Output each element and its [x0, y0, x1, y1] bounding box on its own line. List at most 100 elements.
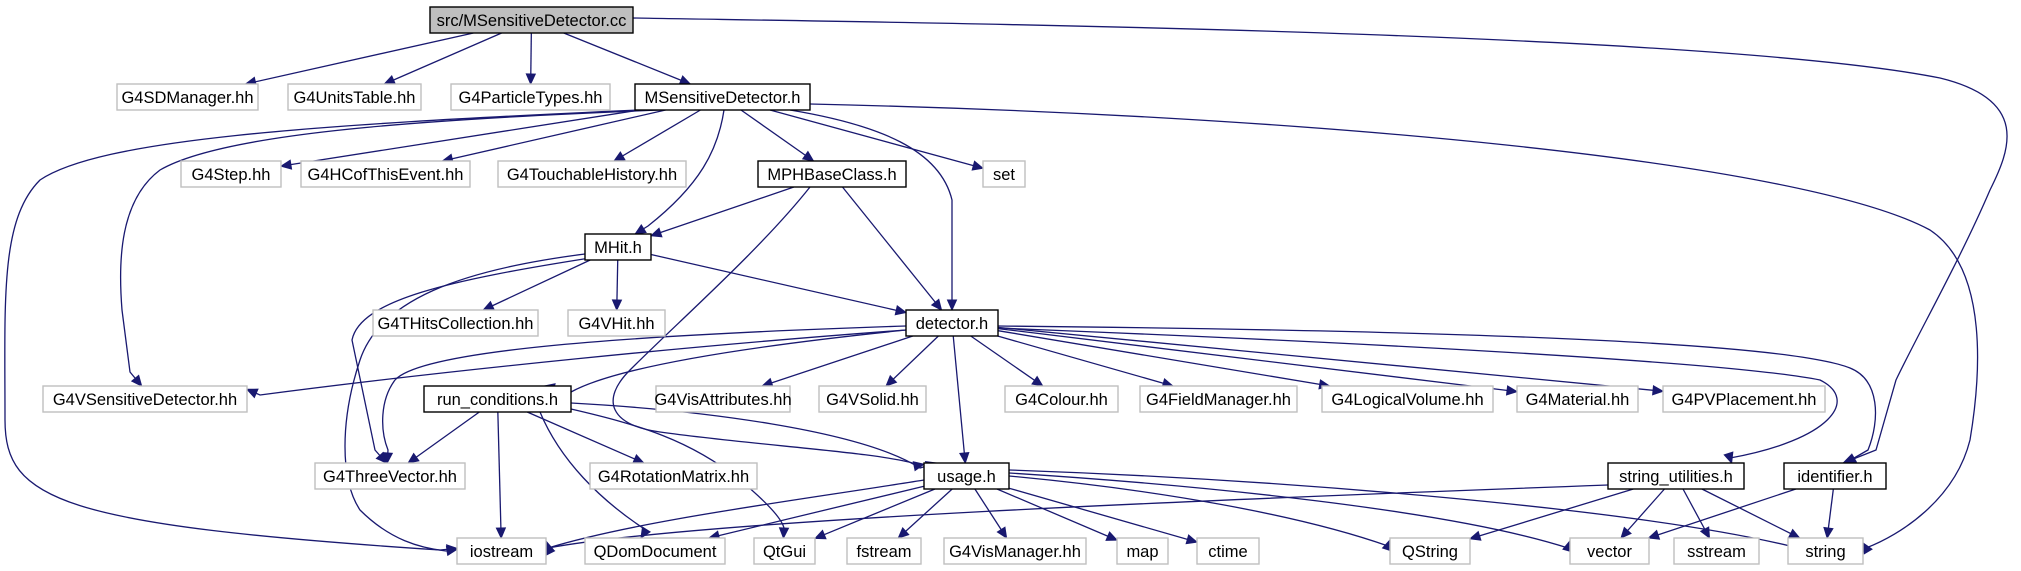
- edge-usage_h-to-map: [996, 488, 1118, 541]
- edge-msd_h-to-g4touchablehistory: [613, 109, 701, 162]
- edge-usage_h-to-fstream: [897, 488, 953, 539]
- edge-src_msd_cc-to-g4particletypes-arrowhead: [525, 73, 537, 86]
- edge-mhit-to-g4thitscollection-arrowhead: [482, 300, 496, 311]
- edge-usage_h-to-qtgui-arrowhead: [813, 529, 827, 540]
- edge-msd_h-to-g4step: [280, 109, 640, 167]
- node-box-g4thitscollection: [372, 309, 539, 337]
- node-label-g4vismanager: G4VisManager.hh: [949, 543, 1081, 561]
- edge-src_msd_cc-to-identifier_h: [632, 17, 2008, 464]
- node-g4visattributes: G4VisAttributes.hh: [654, 385, 792, 413]
- node-run_conditions[interactable]: run_conditions.h: [423, 385, 572, 413]
- edge-usage_h-to-qdomdocument: [708, 485, 925, 539]
- node-box-g4hcofthisevent: [300, 160, 471, 188]
- node-usage_h[interactable]: usage.h: [923, 462, 1010, 490]
- edge-detector_h-to-g4colour: [970, 335, 1044, 387]
- edge-mhit-to-iostream: [344, 253, 586, 552]
- edge-string_utilities-to-qstring: [1469, 488, 1634, 540]
- node-box-g4vsensitivedetector: [42, 385, 248, 413]
- node-box-g4colour: [1004, 385, 1119, 413]
- edge-detector_h-to-g4threevector: [382, 325, 907, 464]
- edge-mhit-to-g4threevector: [351, 257, 591, 464]
- edge-msd_h-to-g4hcofthisevent: [442, 109, 666, 162]
- edge-run_conditions-to-qtgui-arrowhead: [778, 527, 790, 540]
- edge-msd_h-to-string: [809, 103, 1979, 549]
- node-label-g4vhit: G4VHit.hh: [578, 315, 654, 333]
- node-vector: vector: [1569, 537, 1650, 565]
- node-mphbaseclass[interactable]: MPHBaseClass.h: [757, 160, 907, 188]
- node-label-mhit: MHit.h: [594, 239, 642, 257]
- node-map: map: [1116, 537, 1169, 565]
- node-label-g4rotationmatrix: G4RotationMatrix.hh: [598, 468, 749, 486]
- edge-msd_h-to-g4vsensitivedetector-arrowhead: [130, 374, 143, 387]
- node-box-g4vsolid: [818, 385, 927, 413]
- edge-detector_h-to-usage_h: [952, 335, 966, 464]
- node-g4vismanager: G4VisManager.hh: [943, 537, 1087, 565]
- node-label-usage_h: usage.h: [937, 468, 996, 486]
- edge-msd_h-to-g4vsensitivedetector: [119, 109, 661, 387]
- node-label-g4logicalvolume: G4LogicalVolume.hh: [1331, 391, 1483, 409]
- node-g4particletypes: G4ParticleTypes.hh: [450, 83, 611, 111]
- node-label-src_msd_cc: src/MSensitiveDetector.cc: [437, 12, 627, 30]
- edge-run_conditions-to-g4rotationmatrix: [526, 411, 645, 464]
- node-g4pvplacement: G4PVPlacement.hh: [1662, 385, 1826, 413]
- edge-msd_h-to-iostream: [4, 109, 641, 551]
- node-identifier_h[interactable]: identifier.h: [1783, 462, 1887, 490]
- node-box-qtgui: [753, 537, 816, 565]
- node-g4vsolid: G4VSolid.hh: [818, 385, 927, 413]
- node-string_utilities[interactable]: string_utilities.h: [1607, 462, 1745, 490]
- edge-string_utilities-to-qstring-arrowhead: [1468, 530, 1482, 541]
- node-box-g4particletypes: [450, 83, 611, 111]
- node-mhit[interactable]: MHit.h: [584, 233, 652, 261]
- node-label-map: map: [1126, 543, 1158, 561]
- node-g4vhit: G4VHit.hh: [567, 309, 666, 337]
- edge-run_conditions-to-iostream-arrowhead: [495, 527, 507, 540]
- node-box-map: [1116, 537, 1169, 565]
- edge-string_utilities-to-vector: [1620, 488, 1665, 539]
- graph-edges: [4, 17, 2008, 557]
- node-box-mphbaseclass: [757, 160, 907, 188]
- node-box-vector: [1569, 537, 1650, 565]
- node-label-g4touchablehistory: G4TouchableHistory.hh: [507, 166, 677, 184]
- node-label-g4step: G4Step.hh: [192, 166, 271, 184]
- edge-usage_h-to-qstring: [1008, 475, 1391, 547]
- edge-detector_h-to-g4vsensitivedetector-arrowhead: [245, 388, 259, 399]
- edge-usage_h-to-qtgui: [814, 488, 936, 540]
- edge-detector_h-to-g4pvplacement: [997, 326, 1664, 392]
- node-box-sstream: [1673, 537, 1760, 565]
- node-label-g4particletypes: G4ParticleTypes.hh: [459, 89, 603, 107]
- edge-usage_h-to-fstream-arrowhead: [897, 527, 910, 539]
- edge-src_msd_cc-to-g4sdmanager: [245, 32, 474, 85]
- edge-detector_h-to-g4visattributes: [761, 335, 914, 387]
- node-g4rotationmatrix: G4RotationMatrix.hh: [589, 462, 758, 490]
- node-ctime: ctime: [1196, 537, 1260, 565]
- node-box-g4vismanager: [943, 537, 1087, 565]
- edge-identifier_h-to-string-arrowhead: [1823, 526, 1834, 540]
- node-label-fstream: fstream: [856, 543, 911, 561]
- edge-usage_h-to-map-arrowhead: [1105, 531, 1119, 541]
- edge-detector_h-to-g4vsolid-arrowhead: [885, 374, 898, 387]
- edge-usage_h-to-g4vismanager-arrowhead: [996, 526, 1008, 540]
- node-g4logicalvolume: G4LogicalVolume.hh: [1321, 385, 1494, 413]
- node-msd_h[interactable]: MSensitiveDetector.h: [634, 83, 811, 111]
- node-label-qdomdocument: QDomDocument: [594, 543, 717, 561]
- node-label-g4material: G4Material.hh: [1526, 391, 1630, 409]
- node-label-qstring: QString: [1402, 543, 1458, 561]
- edge-identifier_h-to-vector-arrowhead: [1647, 529, 1661, 540]
- node-g4vsensitivedetector: G4VSensitiveDetector.hh: [42, 385, 248, 413]
- node-g4fieldmanager: G4FieldManager.hh: [1139, 385, 1298, 413]
- node-detector_h[interactable]: detector.h: [905, 309, 999, 337]
- node-label-g4pvplacement: G4PVPlacement.hh: [1672, 391, 1817, 409]
- node-label-g4vsolid: G4VSolid.hh: [826, 391, 919, 409]
- node-box-string_utilities: [1607, 462, 1745, 490]
- edge-string_utilities-to-sstream-arrowhead: [1699, 526, 1711, 540]
- edge-msd_h-to-mhit: [634, 109, 725, 235]
- node-label-iostream: iostream: [470, 543, 533, 561]
- node-string: string: [1787, 537, 1864, 565]
- node-box-g4vhit: [567, 309, 666, 337]
- node-box-g4touchablehistory: [497, 160, 687, 188]
- edge-msd_h-to-g4step-arrowhead: [279, 159, 293, 170]
- edge-mphbaseclass-to-usage_h: [612, 186, 925, 466]
- node-box-g4unitstable: [287, 83, 422, 111]
- node-src_msd_cc[interactable]: src/MSensitiveDetector.cc: [429, 6, 634, 34]
